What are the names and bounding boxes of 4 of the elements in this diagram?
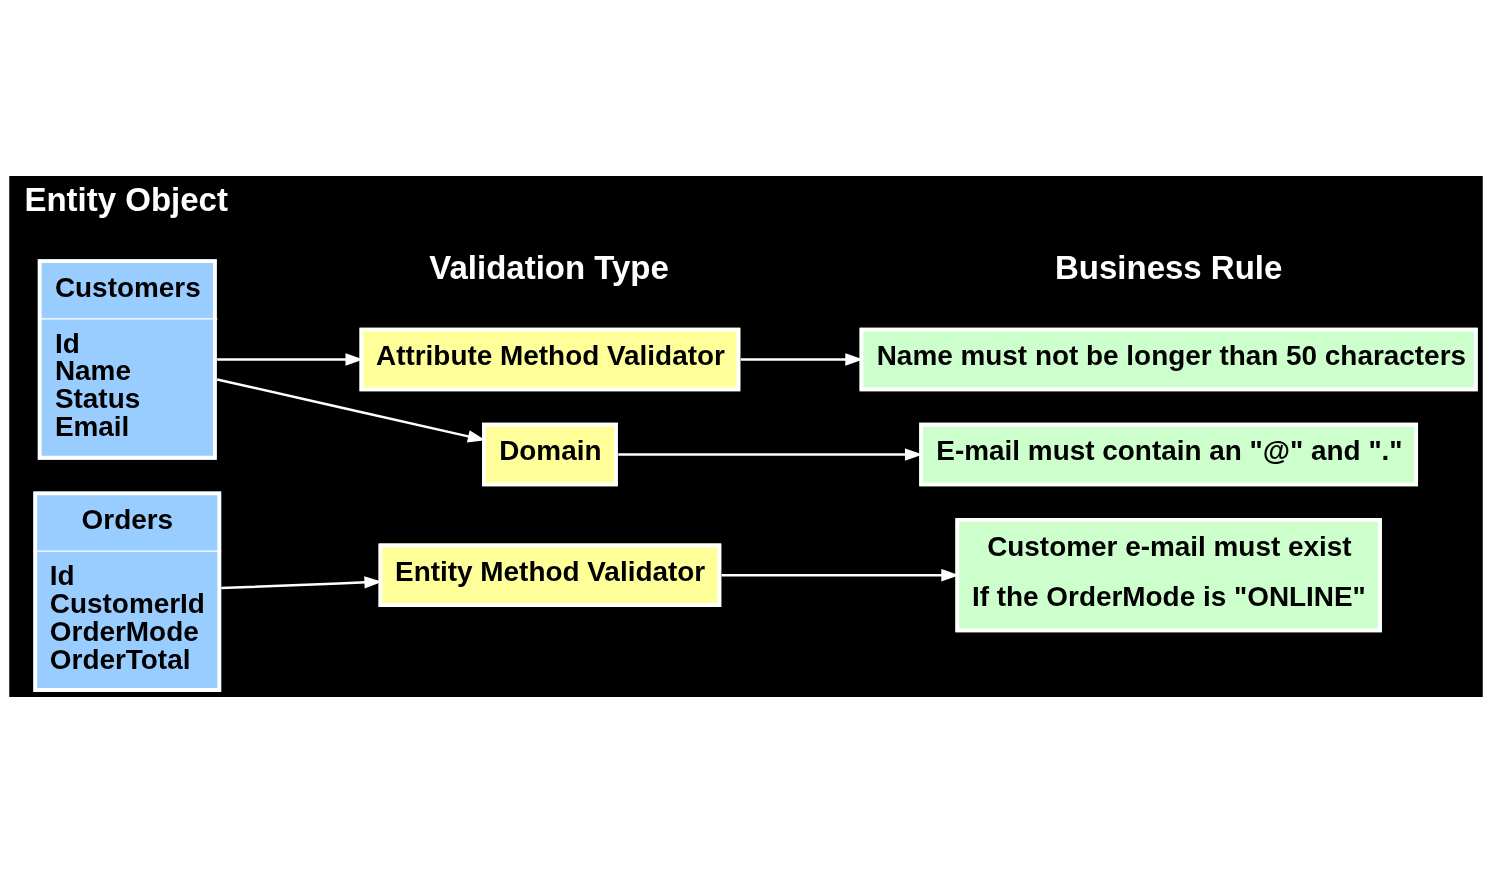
label: Business Rule [1055,248,1283,286]
label: Validation Type [429,248,669,286]
label: Entity Object [24,180,228,218]
arrow [618,447,923,461]
